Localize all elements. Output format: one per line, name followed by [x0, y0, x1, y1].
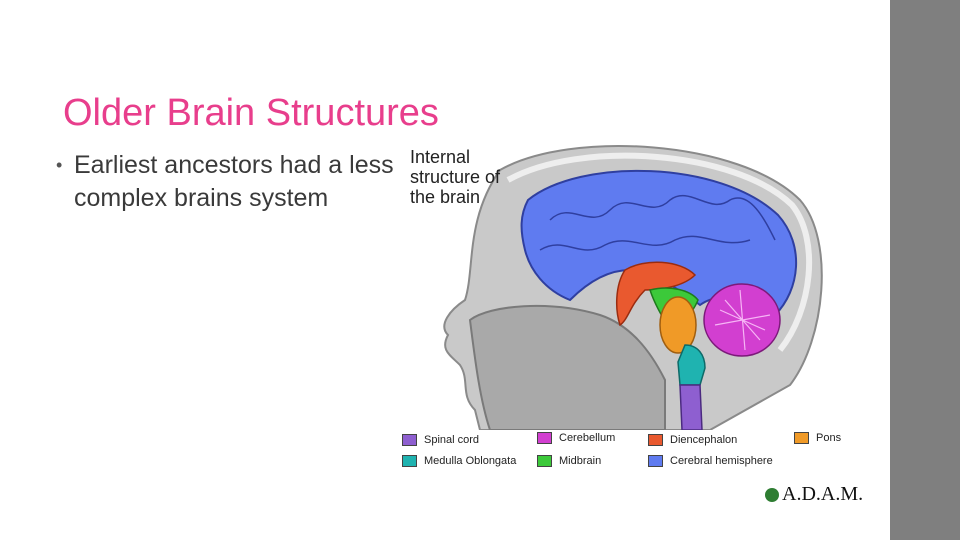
legend-item: Spinal cord	[402, 434, 479, 446]
legend-label: Cerebellum	[559, 432, 616, 444]
legend-swatch	[402, 455, 417, 467]
leaf-icon	[765, 487, 779, 502]
legend-swatch	[537, 455, 552, 467]
legend-label: Pons	[816, 432, 842, 444]
legend-item: Pons	[794, 432, 841, 444]
legend-label: Cerebral hemisphere	[670, 455, 773, 467]
legend-label: Spinal cord	[424, 434, 480, 446]
caption-line: Internal	[410, 147, 471, 167]
sidebar-strip	[890, 0, 960, 540]
legend-item: Cerebellum	[537, 432, 615, 444]
legend-item: Medulla Oblongata	[402, 455, 516, 467]
adam-logo: A.D.A.M.	[765, 483, 863, 506]
legend-swatch	[537, 432, 552, 444]
legend-item: Cerebral hemisphere	[648, 455, 773, 467]
legend-swatch	[648, 455, 663, 467]
bullet-item: Earliest ancestors had a less complex br…	[74, 151, 394, 212]
bullet-list: • Earliest ancestors had a less complex …	[56, 149, 416, 215]
legend-swatch	[648, 434, 663, 446]
legend-label: Diencephalon	[670, 434, 738, 446]
caption-line: structure of	[410, 167, 501, 187]
legend-item: Midbrain	[537, 455, 601, 467]
bullet-dot-icon: •	[56, 155, 63, 175]
legend-label: Medulla Oblongata	[424, 455, 517, 467]
legend-item: Diencephalon	[648, 434, 737, 446]
brain-legend: Spinal cord Cerebellum Diencephalon Pons…	[402, 430, 872, 470]
slide-title: Older Brain Structures	[63, 92, 439, 134]
logo-text: A.D.A.M.	[782, 483, 864, 505]
caption-line: the brain	[410, 187, 481, 207]
brain-illustration	[443, 145, 823, 430]
legend-swatch	[402, 434, 417, 446]
legend-swatch	[794, 432, 809, 444]
figure-caption: Internal structure of the brain	[410, 147, 530, 207]
legend-label: Midbrain	[559, 455, 602, 467]
brain-figure: Internal structure of the brain Spinal c…	[380, 140, 880, 510]
